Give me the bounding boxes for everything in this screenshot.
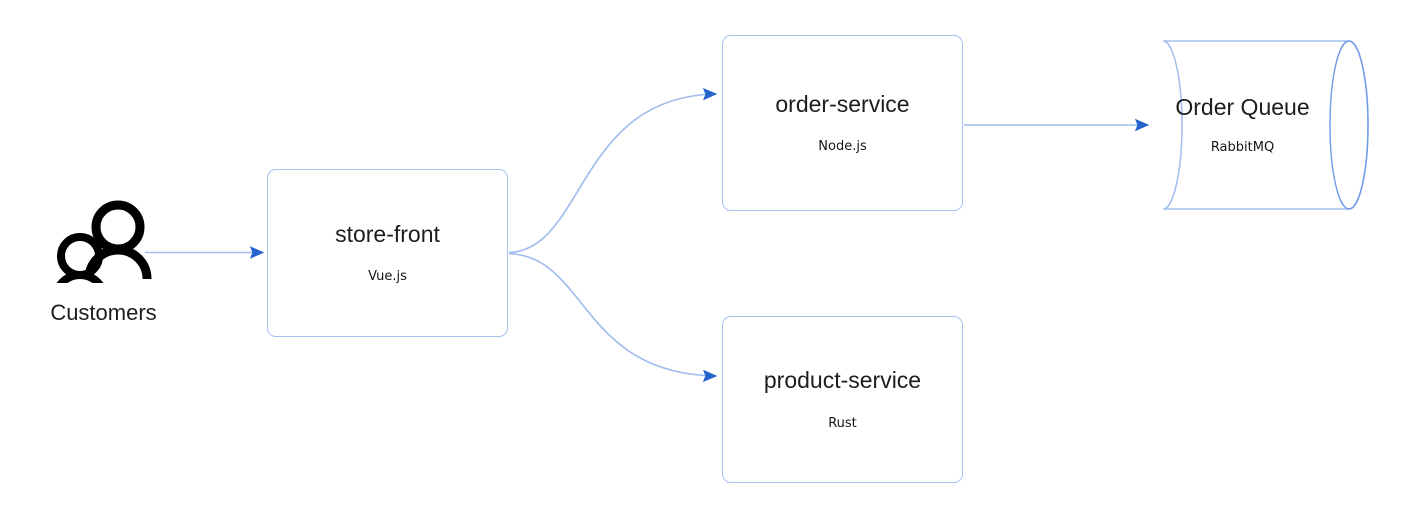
node-product-service[interactable]: product-service Rust	[722, 316, 963, 483]
node-order-service-subtitle: Node.js	[818, 139, 867, 155]
edge-store-front-to-order-service	[508, 87, 718, 254]
customers-label: Customers	[50, 299, 157, 325]
node-store-front-subtitle: Vue.js	[368, 269, 407, 285]
node-order-queue[interactable]: Order Queue RabbitMQ	[1160, 37, 1370, 213]
two-people-icon	[48, 200, 159, 295]
node-store-front-title: store-front	[335, 220, 440, 247]
node-product-service-subtitle: Rust	[828, 415, 857, 431]
order-queue-text-block: Order Queue RabbitMQ	[1160, 93, 1325, 156]
customers-actor[interactable]: Customers	[36, 192, 171, 332]
node-order-queue-title: Order Queue	[1175, 93, 1310, 120]
edge-store-front-to-product-service	[508, 252, 718, 383]
node-order-service-title: order-service	[775, 90, 910, 117]
node-order-queue-subtitle: RabbitMQ	[1210, 140, 1275, 156]
node-product-service-title: product-service	[763, 367, 922, 394]
node-order-service[interactable]: order-service Node.js	[722, 35, 963, 211]
cylinder-shape	[1162, 40, 1369, 210]
node-store-front[interactable]: store-front Vue.js	[267, 169, 508, 337]
